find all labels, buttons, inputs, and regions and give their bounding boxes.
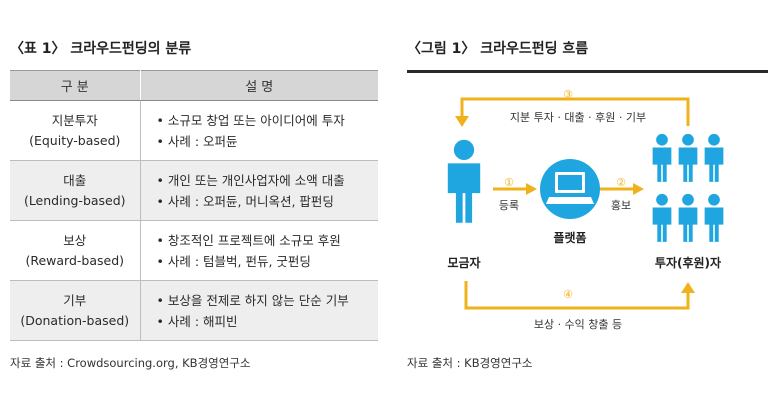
fundraiser-person-icon [447,139,481,223]
diagram-title: 〈그림 1〉 크라우드펀딩 흐름 [407,41,589,57]
category-cell: 대출 (Lending-based) [10,160,141,221]
table-row: 보상 (Reward-based) • 창조적인 프로젝트에 소규모 후원 • … [10,220,378,281]
category-english: (Reward-based) [25,252,125,268]
investors-label: 투자(후원)자 [655,255,721,270]
description-cell: • 개인 또는 개인사업자에 소액 대출 • 사례 : 오퍼듄, 머니옥션, 팝… [140,160,378,221]
arrowhead-icon [633,183,644,195]
description-line: • 개인 또는 개인사업자에 소액 대출 [156,172,345,188]
category-name: 보상 [63,232,87,248]
description-line: • 보상을 전제로 하지 않는 단순 기부 [156,292,349,308]
title-rule [407,70,768,73]
description-cell: • 창조적인 프로젝트에 소규모 후원 • 사례 : 텀블벅, 펀듀, 굿펀딩 [140,220,378,281]
description-line: • 창조적인 프로젝트에 소규모 후원 [156,232,341,248]
category-cell: 보상 (Reward-based) [10,220,141,281]
table-header-row: 구 분 설 명 [10,70,378,101]
flow-1-label: 등록 [499,199,519,212]
flow-3-label: 지분 투자 · 대출 · 후원 · 기부 [510,111,646,124]
flow-3-arrow [460,97,690,126]
description-cell: • 소규모 창업 또는 아이디어에 투자 • 사례 : 오퍼듄 [140,100,378,161]
flow-3-number: ③ [563,88,573,101]
arrowhead-icon [681,282,695,293]
category-cell: 기부 (Donation-based) [10,280,141,341]
laptop-icon [540,159,600,219]
example-line: • 사례 : 텀블벅, 펀듀, 굿펀딩 [156,253,311,269]
table-row: 대출 (Lending-based) • 개인 또는 개인사업자에 소액 대출 … [10,160,378,221]
category-english: (Equity-based) [29,132,121,148]
flow-4-arrow [464,281,690,310]
category-cell: 지분투자 (Equity-based) [10,100,141,161]
category-name: 지분투자 [51,112,98,128]
table-title: 〈표 1〉 크라우드펀딩의 분류 [10,41,192,57]
table-row: 지분투자 (Equity-based) • 소규모 창업 또는 아이디어에 투자… [10,100,378,161]
header-description: 설 명 [140,70,378,101]
category-english: (Lending-based) [23,192,126,208]
header-category: 구 분 [10,70,141,101]
example-line: • 사례 : 오퍼듄, 머니옥션, 팝펀딩 [156,193,334,209]
flow-2-number: ② [616,176,626,189]
example-line: • 사례 : 해피빈 [156,313,238,329]
fundraiser-label: 모금자 [447,255,480,270]
category-name: 기부 [63,292,87,308]
diagram-source: 자료 출처 : KB경영연구소 [407,356,533,370]
description-cell: • 보상을 전제로 하지 않는 단순 기부 • 사례 : 해피빈 [140,280,378,341]
crowdfunding-classification-table: 구 분 설 명 지분투자 (Equity-based) • 소규모 창업 또는 … [10,70,378,341]
table-source: 자료 출처 : Crowdsourcing.org, KB경영연구소 [10,356,251,370]
category-name: 대출 [63,172,87,188]
category-english: (Donation-based) [20,312,130,328]
example-line: • 사례 : 오퍼듄 [156,133,238,149]
flow-4-label: 보상 · 수익 창출 등 [534,318,622,331]
flow-2-label: 홍보 [611,198,631,212]
table-row: 기부 (Donation-based) • 보상을 전제로 하지 않는 단순 기… [10,280,378,341]
flow-4-number: ④ [563,288,573,301]
arrowhead-icon [526,183,537,195]
description-line: • 소규모 창업 또는 아이디어에 투자 [156,112,345,128]
flow-1-number: ① [504,176,514,189]
platform-label: 플랫폼 [553,230,586,245]
investors-group-icon [652,133,724,242]
arrowhead-icon [455,116,469,127]
